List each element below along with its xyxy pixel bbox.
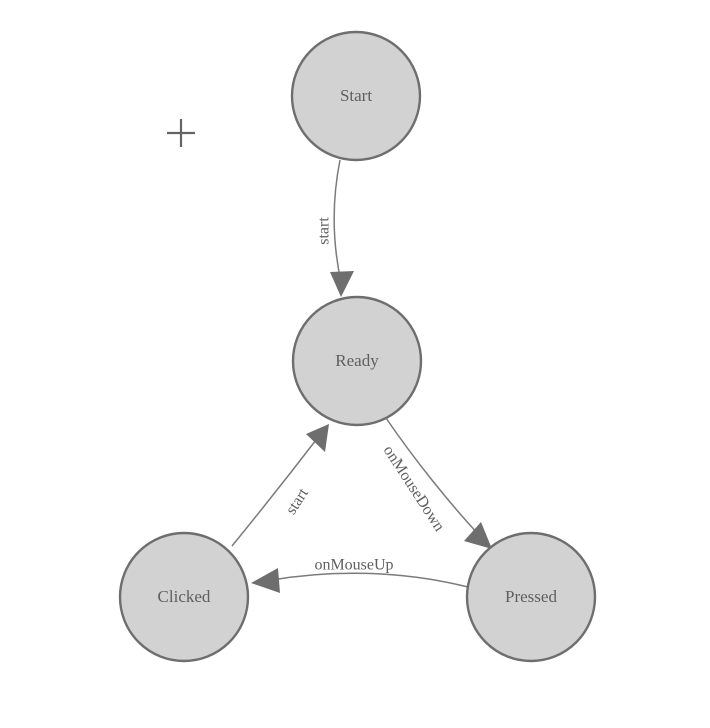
node-start[interactable]: Start	[290, 30, 422, 162]
edge-start-to-ready-path	[333, 159, 342, 283]
edge-start-to-ready-arrowhead	[330, 271, 354, 297]
edge-pressed-to-clicked[interactable]: onMouseUp	[251, 557, 469, 593]
edge-clicked-to-ready-path	[231, 439, 317, 547]
node-ready[interactable]: Ready	[291, 295, 423, 427]
edge-clicked-to-ready[interactable]: start	[231, 424, 329, 547]
node-ready-circle[interactable]	[291, 295, 423, 427]
edge-clicked-to-ready-arrowhead	[306, 424, 329, 452]
node-pressed-circle[interactable]	[465, 531, 597, 663]
node-start-circle[interactable]	[290, 30, 422, 162]
edge-label-start-ready: start	[316, 217, 333, 245]
edge-ready-to-pressed-path	[385, 417, 481, 537]
node-clicked-circle[interactable]	[118, 531, 250, 663]
edge-start-to-ready[interactable]: start	[316, 159, 354, 297]
edge-ready-to-pressed[interactable]: onMouseDown	[380, 417, 492, 549]
edge-pressed-to-clicked-path	[271, 572, 469, 588]
edge-ready-to-pressed-arrowhead	[464, 522, 492, 549]
edge-label-pressed-clicked: onMouseUp	[314, 557, 393, 574]
edge-label-clicked-ready: start	[283, 485, 313, 518]
node-clicked[interactable]: Clicked	[118, 531, 250, 663]
plus-marker[interactable]	[167, 119, 195, 147]
edge-pressed-to-clicked-arrowhead	[251, 568, 280, 593]
node-pressed[interactable]: Pressed	[465, 531, 597, 663]
